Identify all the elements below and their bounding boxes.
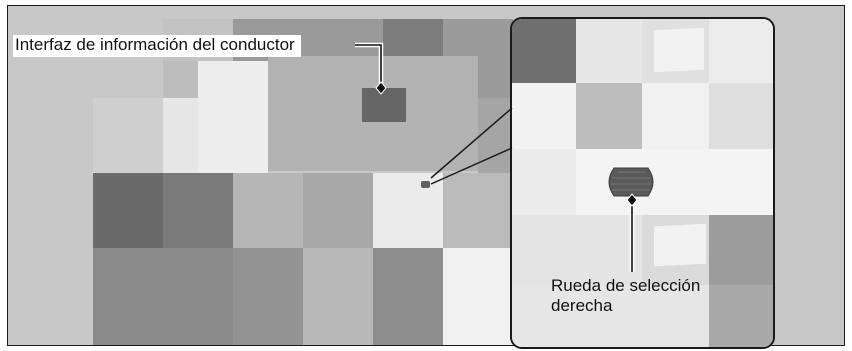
bg-tile: [163, 98, 198, 173]
right-selector-wheel-label-line1: Rueda de selección: [551, 276, 701, 295]
driver-info-leader-tip: [375, 81, 387, 95]
selector-wheel-icon: [608, 167, 654, 197]
inset-tile: [709, 19, 773, 83]
inset-tile: [512, 285, 709, 347]
inset-tile: [512, 215, 576, 285]
inset-tile: [512, 19, 576, 83]
bg-tile: [373, 248, 443, 345]
inset-tile: [709, 285, 773, 347]
selector-wheel-marker: [421, 181, 430, 188]
wheel-leader-tip: [626, 193, 638, 207]
right-selector-wheel-label-line2: derecha: [551, 296, 613, 315]
inset-tile: [709, 215, 773, 285]
inset-tile: [709, 83, 773, 149]
bg-tile: [303, 248, 373, 345]
inset-tile: [642, 83, 709, 149]
bg-tile: [93, 98, 163, 173]
inset-tile: [576, 83, 642, 149]
bg-tile: [163, 61, 198, 98]
bg-tile: [443, 248, 518, 345]
inset-tile: [512, 149, 576, 215]
bg-tile: [373, 173, 443, 248]
zoom-line-upper: [430, 107, 513, 179]
bg-tile: [93, 173, 163, 248]
bg-tile: [198, 61, 268, 173]
inset-tile: [512, 83, 576, 149]
zoom-line-lower: [430, 147, 513, 185]
driver-info-display: [362, 88, 406, 122]
bg-tile: [93, 248, 233, 345]
inset-tile: [576, 19, 642, 83]
bg-tile: [233, 248, 303, 345]
driver-info-leader: [355, 42, 384, 88]
bg-tile: [233, 173, 303, 248]
driver-info-interface-label: Interfaz de información del conductor: [13, 35, 301, 57]
right-selector-wheel-label: Rueda de selección derecha: [551, 276, 700, 316]
bg-tile: [443, 173, 518, 248]
bg-tile: [303, 173, 373, 248]
driver-info-leader-core: [355, 44, 382, 88]
bg-tile: [163, 173, 233, 248]
